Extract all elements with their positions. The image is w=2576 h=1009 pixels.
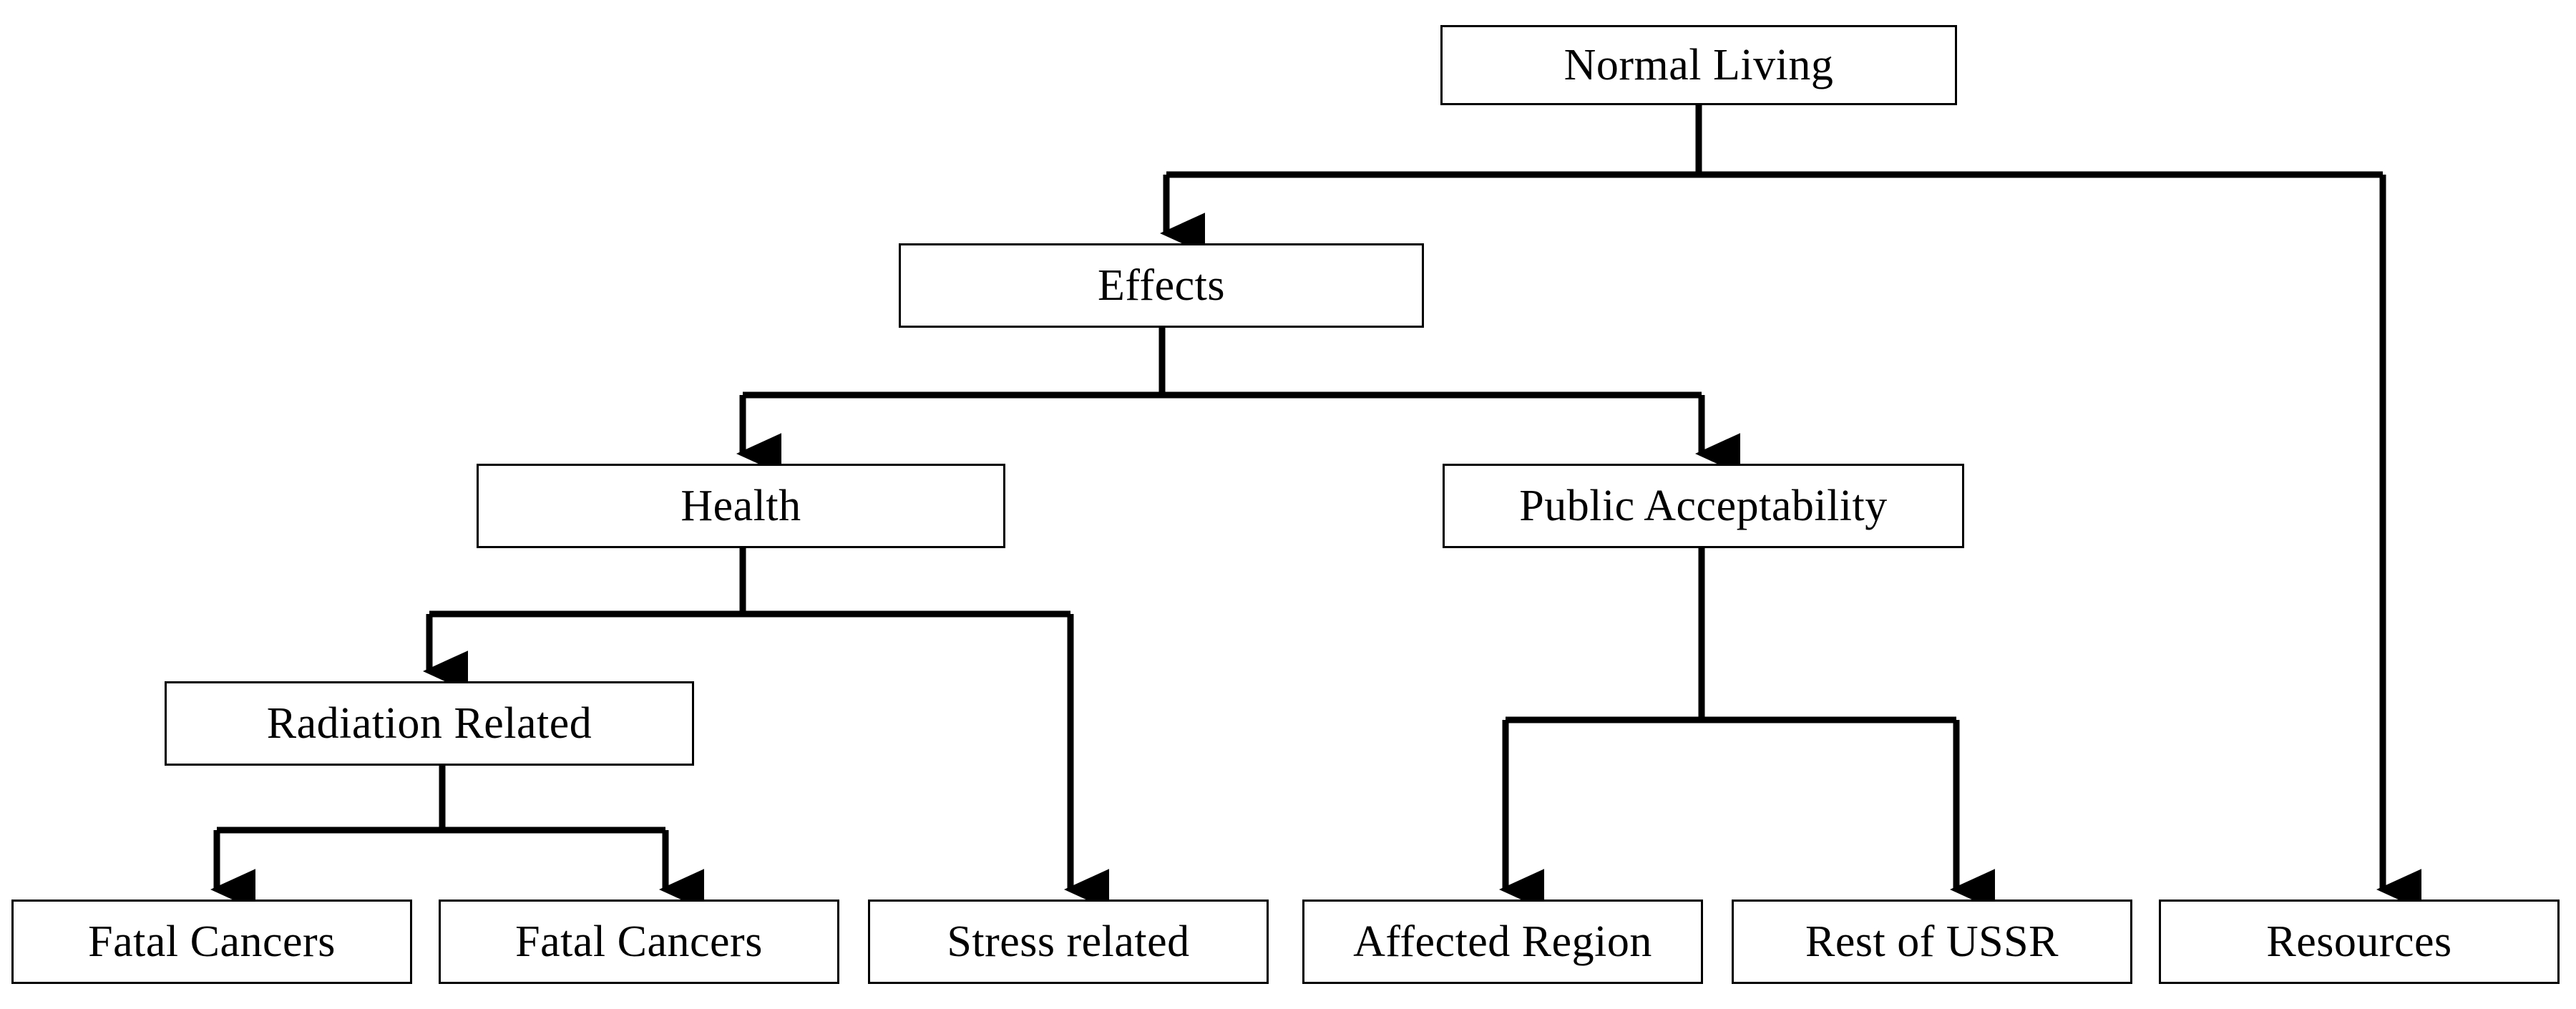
node-effects[interactable]: Effects bbox=[899, 243, 1424, 328]
node-resources[interactable]: Resources bbox=[2159, 900, 2560, 984]
node-fatal-cancers-1[interactable]: Fatal Cancers bbox=[11, 900, 412, 984]
node-fatal-cancers-2[interactable]: Fatal Cancers bbox=[439, 900, 839, 984]
node-public-acceptability[interactable]: Public Acceptability bbox=[1443, 464, 1964, 548]
node-label-fatal-cancers-2: Fatal Cancers bbox=[515, 917, 763, 966]
node-label-stress-related: Stress related bbox=[947, 917, 1190, 966]
node-label-normal-living: Normal Living bbox=[1563, 41, 1834, 89]
node-rest-of-ussr[interactable]: Rest of USSR bbox=[1732, 900, 2132, 984]
node-label-resources: Resources bbox=[2266, 917, 2452, 966]
node-normal-living[interactable]: Normal Living bbox=[1440, 25, 1957, 105]
node-affected-region[interactable]: Affected Region bbox=[1302, 900, 1703, 984]
node-label-health: Health bbox=[680, 482, 801, 530]
node-radiation-related[interactable]: Radiation Related bbox=[165, 681, 694, 766]
node-stress-related[interactable]: Stress related bbox=[868, 900, 1269, 984]
node-label-fatal-cancers-1: Fatal Cancers bbox=[88, 917, 336, 966]
node-label-effects: Effects bbox=[1098, 261, 1225, 310]
node-health[interactable]: Health bbox=[477, 464, 1005, 548]
node-label-public-acceptability: Public Acceptability bbox=[1519, 482, 1888, 530]
node-label-rest-of-ussr: Rest of USSR bbox=[1805, 917, 2059, 966]
node-label-radiation-related: Radiation Related bbox=[266, 699, 592, 748]
node-label-affected-region: Affected Region bbox=[1353, 917, 1652, 966]
